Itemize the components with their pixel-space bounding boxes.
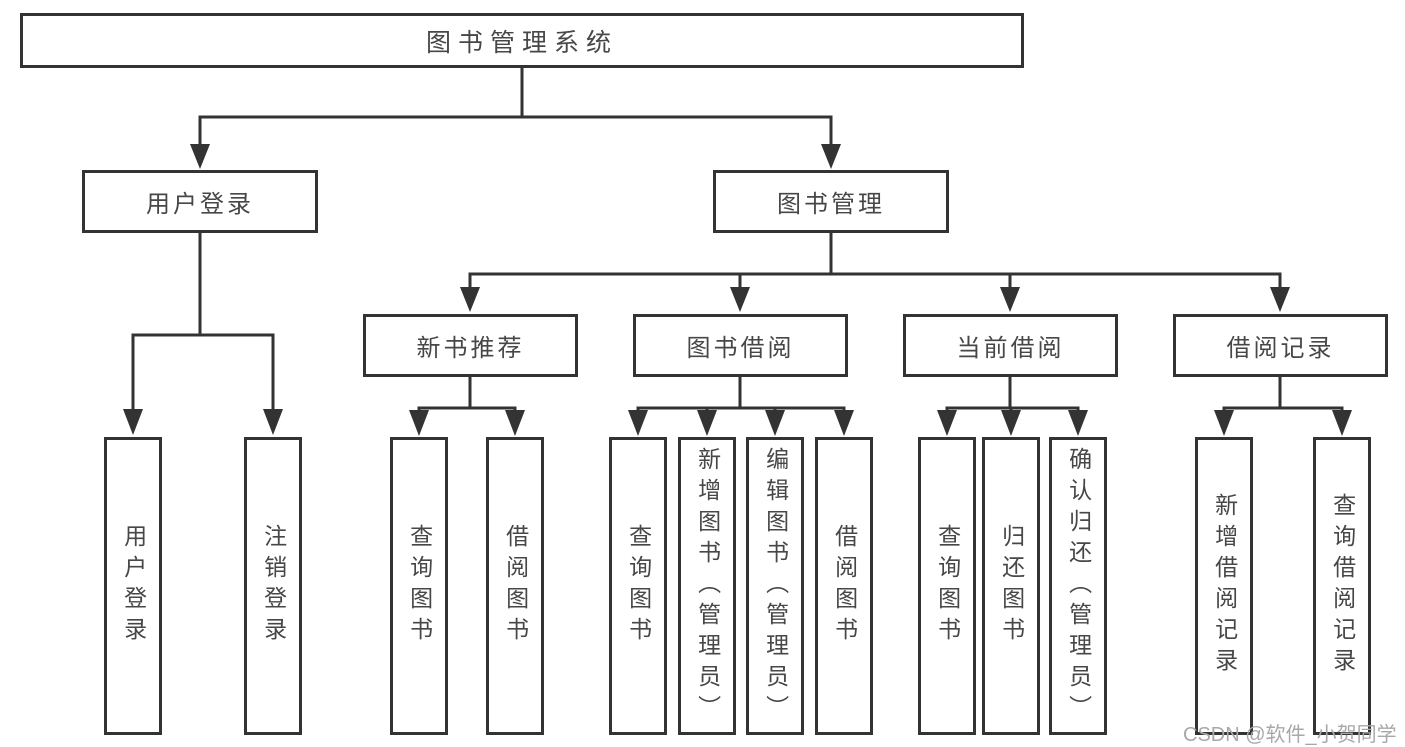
connector-new-book (417, 377, 517, 411)
node-label: 借阅记录 (1226, 335, 1335, 362)
arrowhead (1000, 287, 1020, 312)
leaf-borrow-books-recommend: 借阅图书 (486, 437, 544, 735)
leaf-label: 新增图书（管理员） (694, 446, 721, 726)
leaf-label: 编辑图书（管理员） (762, 446, 789, 726)
arrowhead (628, 410, 648, 436)
leaf-confirm-return-admin: 确认归还（管理员） (1049, 437, 1107, 735)
arrowhead (409, 410, 429, 436)
leaf-label: 查询图书 (406, 524, 433, 648)
leaf-return-books: 归还图书 (982, 437, 1040, 735)
leaf-label: 借阅图书 (502, 524, 529, 648)
arrowhead (505, 410, 525, 436)
arrowhead (834, 410, 854, 436)
leaf-label: 借阅图书 (831, 524, 858, 648)
arrowhead (1001, 410, 1021, 436)
leaf-add-borrow-record: 新增借阅记录 (1195, 437, 1253, 735)
leaf-label: 确认归还（管理员） (1065, 446, 1092, 726)
leaf-label: 查询图书 (625, 524, 652, 648)
leaf-label: 新增借阅记录 (1211, 493, 1238, 679)
leaf-query-borrow-record: 查询借阅记录 (1313, 437, 1371, 735)
leaf-add-books-admin: 新增图书（管理员） (678, 437, 736, 735)
leaf-query-books-borrow: 查询图书 (609, 437, 667, 735)
leaf-edit-books-admin: 编辑图书（管理员） (746, 437, 804, 735)
leaf-user-login: 用户登录 (104, 437, 162, 735)
leaf-label: 注销登录 (260, 524, 287, 648)
connector-borrow-records (1222, 377, 1344, 411)
connector-user-login (131, 233, 275, 410)
arrowhead (937, 410, 957, 436)
node-label: 当前借阅 (956, 335, 1065, 362)
connector-root (198, 68, 833, 145)
node-user-login: 用户登录 (82, 170, 318, 233)
arrowhead (190, 144, 210, 169)
watermark-text: CSDN @软件_小贺同学 (1183, 724, 1397, 746)
connector-book-borrow (636, 377, 846, 411)
leaf-borrow-books: 借阅图书 (815, 437, 873, 735)
arrowhead (1332, 410, 1352, 436)
node-book-management: 图书管理 (713, 170, 949, 233)
connector-current-borrow (945, 377, 1080, 411)
arrowhead (460, 287, 480, 312)
node-new-book-recommend: 新书推荐 (363, 314, 578, 377)
arrowhead (765, 410, 785, 436)
arrowhead (1214, 410, 1234, 436)
node-library-management-system: 图书管理系统 (20, 13, 1024, 68)
arrowhead (123, 409, 143, 435)
node-current-borrow: 当前借阅 (903, 314, 1118, 377)
node-label: 用户登录 (146, 191, 254, 218)
leaf-label: 查询图书 (934, 524, 961, 648)
leaf-label: 归还图书 (998, 524, 1025, 648)
node-label: 新书推荐 (416, 335, 525, 362)
arrowhead (263, 409, 283, 435)
node-label: 图书借阅 (686, 335, 795, 362)
arrowhead (1270, 287, 1290, 312)
leaf-label: 用户登录 (120, 524, 147, 648)
arrowhead (1068, 410, 1088, 436)
arrowhead (697, 410, 717, 436)
arrowhead (821, 144, 841, 169)
leaf-logout: 注销登录 (244, 437, 302, 735)
node-borrow-records: 借阅记录 (1173, 314, 1388, 377)
arrowhead (730, 287, 750, 312)
leaf-query-books-recommend: 查询图书 (390, 437, 448, 735)
node-label: 图书管理 (777, 191, 885, 218)
leaf-query-books-current: 查询图书 (918, 437, 976, 735)
connector-book-management (468, 233, 1282, 288)
node-book-borrow: 图书借阅 (633, 314, 848, 377)
node-label: 图书管理系统 (425, 28, 618, 57)
leaf-label: 查询借阅记录 (1329, 493, 1356, 679)
